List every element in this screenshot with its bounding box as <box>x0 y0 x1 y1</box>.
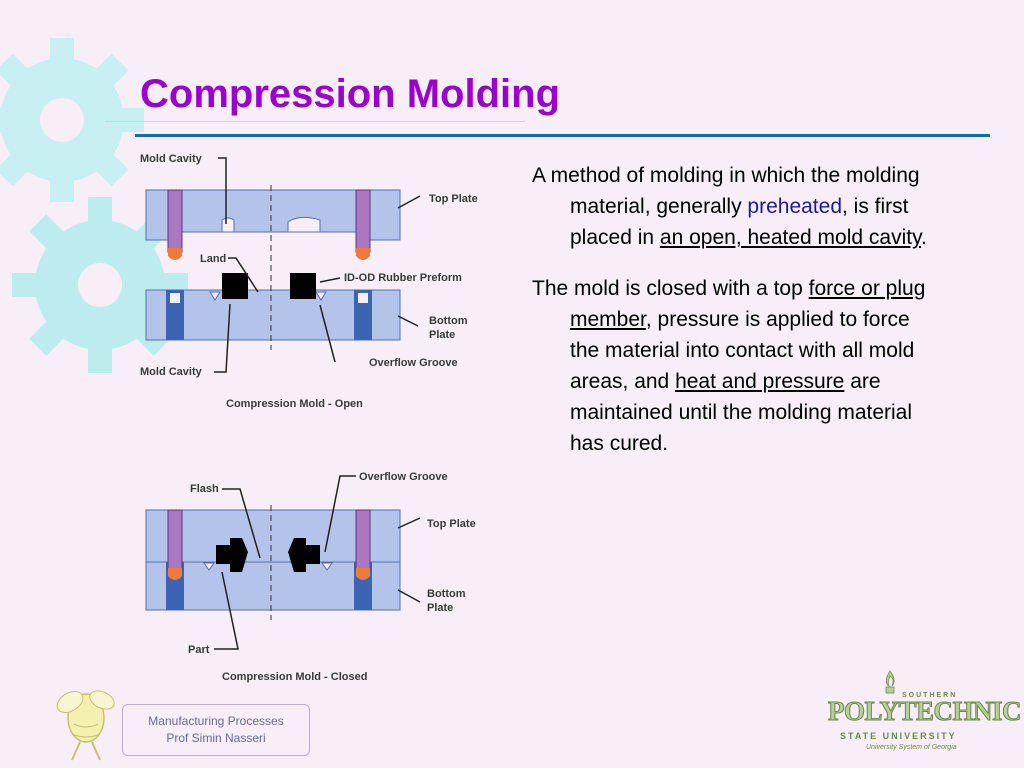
label-bottom-plate-open-2: Plate <box>429 329 455 341</box>
caption-mold-open: Compression Mold - Open <box>226 398 363 410</box>
link-force-or-plug-member[interactable]: force or plug member <box>570 277 926 331</box>
text-run: The mold is closed with a top <box>532 277 809 300</box>
bee-mascot-icon <box>56 690 115 761</box>
label-land: Land <box>200 253 226 265</box>
label-top-plate-closed: Top Plate <box>427 518 476 530</box>
label-bottom-plate-closed-1: Bottom <box>427 588 466 600</box>
paragraph-definition: A method of molding in which the molding… <box>532 160 932 253</box>
text-run: A method of molding in which the molding… <box>532 164 920 218</box>
title-divider <box>135 134 990 137</box>
label-mold-cavity-top: Mold Cavity <box>140 153 203 165</box>
logo-state-university: STATE UNIVERSITY <box>840 731 957 741</box>
caption-mold-closed: Compression Mold - Closed <box>222 671 367 683</box>
footer-course-info: Manufacturing Processes Prof Simin Nasse… <box>122 704 310 756</box>
slide-body: A method of molding in which the molding… <box>532 160 932 479</box>
footer-instructor: Prof Simin Nasseri <box>166 731 266 745</box>
paragraph-process: The mold is closed with a top force or p… <box>532 273 932 459</box>
link-open-heated-mold-cavity[interactable]: an open, heated mold cavity <box>659 226 922 249</box>
slide-title: Compression Molding <box>140 72 560 116</box>
text-run: , pressure is applied to force the mater… <box>570 308 915 393</box>
label-flash: Flash <box>190 483 219 495</box>
logo-polytechnic: POLYTECHNIC <box>827 696 1022 727</box>
flame-icon <box>885 670 895 694</box>
term-preheated: preheated <box>747 195 843 218</box>
compression-mold-diagram: Mold Cavity Top Plate Land ID-OD Rubber … <box>140 153 478 683</box>
text-run: . <box>921 226 927 249</box>
label-bottom-plate-closed-2: Plate <box>427 602 453 614</box>
mold-closed-figure: Flash Overflow Groove Top Plate Bottom P… <box>145 471 476 683</box>
mold-open-figure: Mold Cavity Top Plate Land ID-OD Rubber … <box>140 153 478 410</box>
logo-usg: University System of Georgia <box>866 744 957 751</box>
label-mold-cavity-bottom: Mold Cavity <box>140 366 203 378</box>
title-divider-thin <box>105 121 525 122</box>
label-overflow-groove-open: Overflow Groove <box>369 357 458 369</box>
text-run: , is first placed in <box>570 195 909 249</box>
link-heat-and-pressure[interactable]: heat and pressure <box>675 370 845 393</box>
text-run: are maintained until the molding materia… <box>570 370 913 455</box>
label-bottom-plate-open-1: Bottom <box>429 315 468 327</box>
polytechnic-logo: SOUTHERN POLYTECHNIC STATE UNIVERSITY Un… <box>826 670 1022 758</box>
logo-southern: SOUTHERN <box>902 692 958 699</box>
label-part: Part <box>188 644 210 656</box>
footer-course-name: Manufacturing Processes <box>148 714 284 728</box>
label-top-plate-open: Top Plate <box>429 193 478 205</box>
label-preform: ID-OD Rubber Preform <box>344 272 462 284</box>
label-overflow-groove-closed: Overflow Groove <box>359 471 448 483</box>
